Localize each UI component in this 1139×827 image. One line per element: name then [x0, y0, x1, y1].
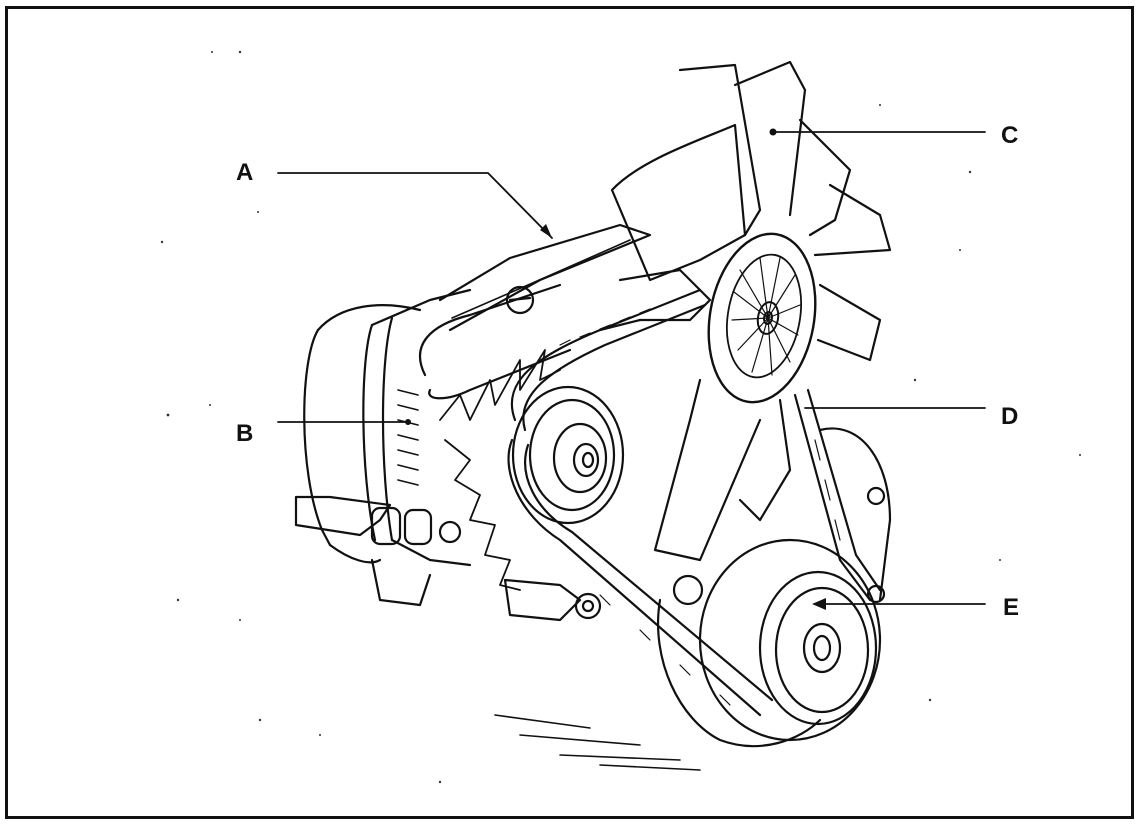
label-e: E: [1003, 594, 1020, 621]
adjusting-bracket: [419, 223, 712, 400]
alternator: [294, 288, 602, 622]
cooling-fan: [610, 60, 892, 562]
alternator-pulley: [511, 385, 625, 525]
arrowhead-e: [812, 598, 826, 610]
scan-speckles: [160, 50, 1081, 784]
label-c: C: [1001, 122, 1019, 149]
label-d: D: [1001, 403, 1019, 430]
drive-belt: [507, 288, 882, 717]
label-b: B: [236, 420, 254, 447]
label-a: A: [236, 159, 254, 186]
leader-dot-c: [769, 128, 777, 136]
arrowhead-a: [540, 224, 552, 238]
leader-line-a: [277, 172, 553, 239]
leader-lines: [277, 131, 986, 605]
crankshaft-pulley: [656, 427, 892, 748]
diagram-border: [5, 6, 1134, 819]
ground-shadow: [494, 714, 701, 771]
leader-dot-b: [405, 419, 411, 425]
